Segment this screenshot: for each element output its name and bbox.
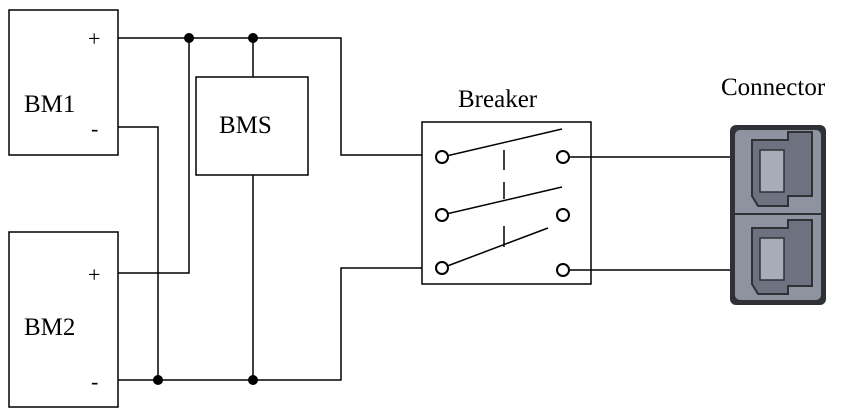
junction-dot <box>184 33 194 43</box>
junction-dot <box>153 375 163 385</box>
breaker-terminal-in-3 <box>435 261 449 275</box>
wire-bm1-minus <box>118 126 159 380</box>
bms-label: BMS <box>219 112 272 139</box>
wire-top-bus <box>118 37 422 156</box>
bm1-minus-label: - <box>91 116 98 141</box>
bms-box <box>195 76 309 176</box>
connector-label: Connector <box>721 74 826 101</box>
bm1-plus-label: + <box>88 26 100 51</box>
breaker-terminal-in-2 <box>435 208 449 222</box>
bm2-minus-label: - <box>91 369 98 394</box>
connector-icon <box>730 125 826 305</box>
breaker-terminal-in-1 <box>435 150 449 164</box>
breaker-blade-bottom <box>441 227 549 269</box>
wire-bottom-bus <box>118 267 422 381</box>
breaker-terminal-out-2 <box>556 208 570 222</box>
bm2-plus-label: + <box>88 262 100 287</box>
breaker-terminal-out-1 <box>556 150 570 164</box>
bm1-label: BM1 <box>24 91 75 118</box>
breaker-label: Breaker <box>458 86 538 113</box>
breaker-terminal-out-3 <box>556 263 570 277</box>
junction-dot <box>248 33 258 43</box>
bm2-box <box>8 231 119 408</box>
wire-bm2-plus <box>118 38 190 274</box>
breaker-blade-top <box>441 128 563 158</box>
breaker-blade-mid <box>441 186 563 216</box>
junction-dot <box>248 375 258 385</box>
breaker-box <box>421 121 592 285</box>
bm2-label: BM2 <box>24 314 75 341</box>
bm1-box <box>8 9 119 156</box>
